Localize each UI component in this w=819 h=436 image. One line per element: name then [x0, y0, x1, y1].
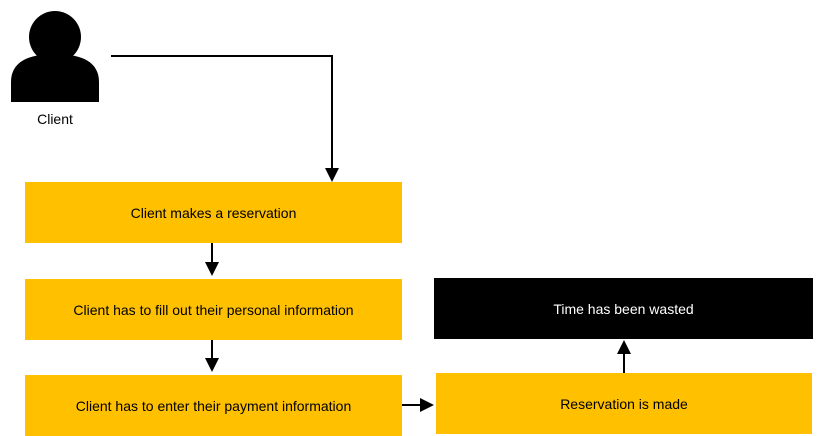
step-label: Client has to enter their payment inform… [75, 397, 352, 414]
arrow-made-to-wasted [617, 340, 631, 373]
outcome-time-wasted: Time has been wasted [434, 278, 813, 339]
step-label: Client makes a reservation [130, 204, 297, 221]
connector-client-to-reservation [111, 55, 339, 182]
step-label: Client has to fill out their personal in… [73, 301, 354, 318]
step-label: Reservation is made [560, 395, 688, 412]
step-reservation-is-made: Reservation is made [436, 373, 812, 434]
arrow-payment-to-made [402, 398, 434, 412]
step-enter-payment-information: Client has to enter their payment inform… [25, 375, 402, 436]
arrow-reservation-to-personal [205, 243, 219, 276]
client-label: Client [37, 111, 73, 127]
step-client-makes-reservation: Client makes a reservation [25, 182, 402, 243]
arrow-personal-to-payment [205, 340, 219, 372]
person-icon [11, 11, 99, 102]
step-fill-personal-information: Client has to fill out their personal in… [25, 279, 402, 340]
outcome-label: Time has been wasted [553, 300, 694, 317]
